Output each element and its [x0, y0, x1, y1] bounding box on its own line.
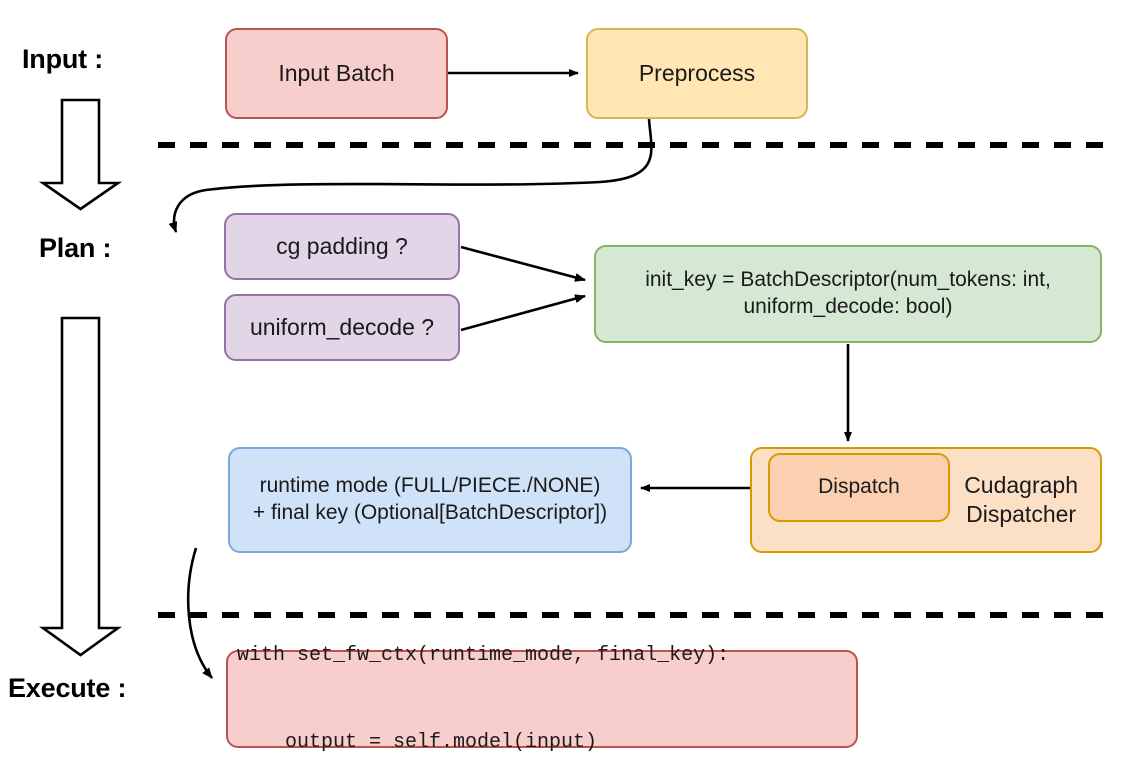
node-uniform-decode[interactable]: uniform_decode ? — [224, 294, 460, 361]
node-preprocess-label: Preprocess — [638, 59, 756, 86]
node-exec-code-text: with set_fw_ctx(runtime_mode, final_key)… — [237, 583, 729, 770]
stage-label-input: Input : — [22, 44, 104, 74]
node-uniform-decode-label: uniform_decode ? — [249, 313, 435, 340]
edge-runtime-mode-to-exec-code — [186, 547, 214, 679]
node-init-key-text: init_key = BatchDescriptor(num_tokens: i… — [645, 267, 1051, 321]
node-dispatch[interactable]: Dispatch — [768, 453, 950, 522]
node-exec-code-line-2: output = self.model(input) — [237, 731, 598, 754]
node-cudagraph-dispatcher-text: Cudagraph Dispatcher — [964, 471, 1078, 530]
stage-label-execute: Execute : — [8, 673, 127, 703]
node-cg-padding[interactable]: cg padding ? — [224, 213, 460, 280]
node-exec-code[interactable]: with set_fw_ctx(runtime_mode, final_key)… — [226, 644, 858, 754]
node-runtime-mode-line-2: + final key (Optional[BatchDescriptor]) — [252, 501, 608, 524]
node-init-key[interactable]: init_key = BatchDescriptor(num_tokens: i… — [594, 245, 1102, 343]
node-input-batch-label: Input Batch — [278, 59, 395, 86]
node-preprocess[interactable]: Preprocess — [586, 28, 808, 119]
node-cudagraph-dispatcher-line-1: Cudagraph — [964, 471, 1078, 498]
node-dispatch-label: Dispatch — [818, 475, 900, 499]
node-init-key-line-2: uniform_decode: bool) — [743, 295, 953, 318]
node-input-batch[interactable]: Input Batch — [225, 28, 448, 119]
node-runtime-mode-line-1: runtime mode (FULL/PIECE./NONE) — [259, 474, 601, 498]
node-init-key-line-1: init_key = BatchDescriptor(num_tokens: i… — [645, 268, 1051, 292]
stage-label-plan: Plan : — [39, 233, 112, 263]
node-runtime-mode-text: runtime mode (FULL/PIECE./NONE) + final … — [253, 473, 607, 527]
flow-arrow-input-to-plan — [38, 98, 123, 211]
node-exec-code-line-1: with set_fw_ctx(runtime_mode, final_key)… — [237, 644, 730, 667]
node-runtime-mode[interactable]: runtime mode (FULL/PIECE./NONE) + final … — [228, 447, 632, 553]
node-cudagraph-dispatcher-line-2: Dispatcher — [966, 501, 1077, 527]
edge-uniform-decode-to-init-key — [460, 294, 586, 332]
flow-arrow-plan-to-execute — [38, 316, 123, 657]
edge-cg-padding-to-init-key — [460, 245, 586, 282]
node-cg-padding-label: cg padding ? — [276, 232, 408, 259]
